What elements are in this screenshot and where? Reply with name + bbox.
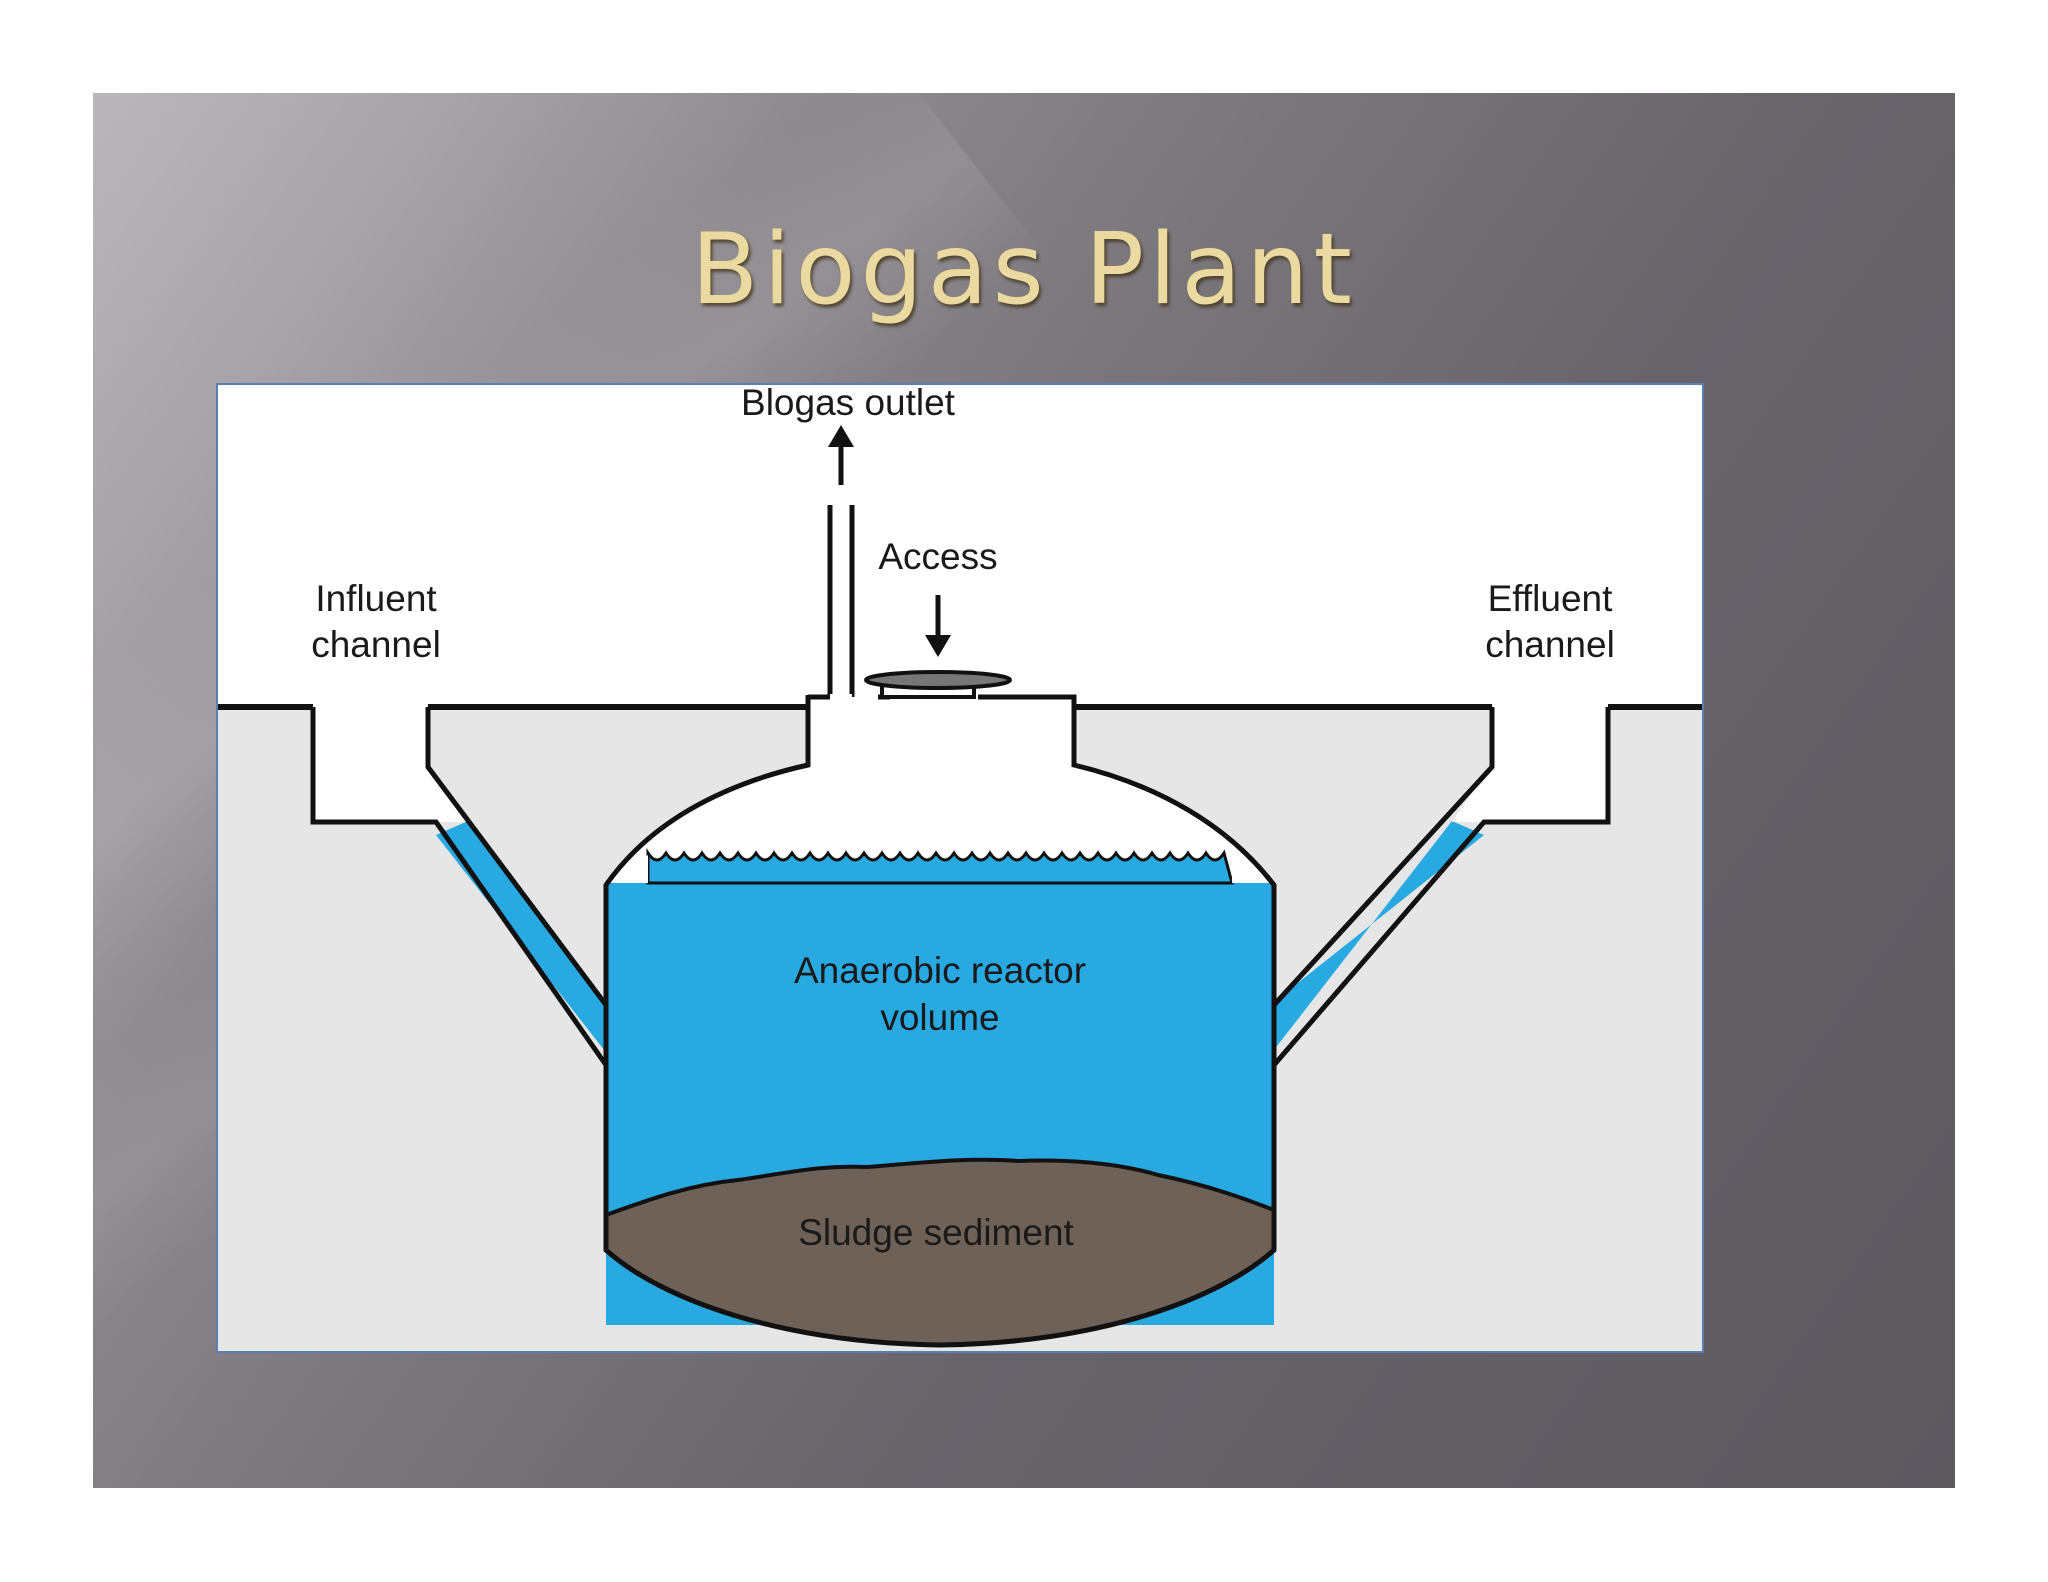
gas-dome xyxy=(606,707,1274,885)
label-reactor-1: Anaerobic reactor xyxy=(794,950,1086,991)
label-influent-1: Influent xyxy=(315,578,437,619)
diagram-svg: Blogas outlet Access Influent channel Ef… xyxy=(218,385,1702,1351)
label-effluent-1: Effluent xyxy=(1488,578,1614,619)
label-reactor-2: volume xyxy=(880,997,999,1038)
reactor-outline xyxy=(603,707,1277,1348)
label-influent-2: channel xyxy=(311,624,441,665)
slide: Biogas Plant xyxy=(93,93,1955,1488)
slide-title: Biogas Plant xyxy=(691,213,1357,327)
label-access: Access xyxy=(878,536,997,577)
liquid-surface xyxy=(646,847,1234,885)
influent-channel xyxy=(313,707,428,822)
label-effluent-2: channel xyxy=(1485,624,1615,665)
label-sludge: Sludge sediment xyxy=(798,1212,1074,1253)
effluent-channel xyxy=(1492,707,1608,822)
label-biogas-outlet: Blogas outlet xyxy=(741,385,956,423)
biogas-plant-diagram: Blogas outlet Access Influent channel Ef… xyxy=(216,383,1704,1353)
access-cover xyxy=(864,670,1012,690)
